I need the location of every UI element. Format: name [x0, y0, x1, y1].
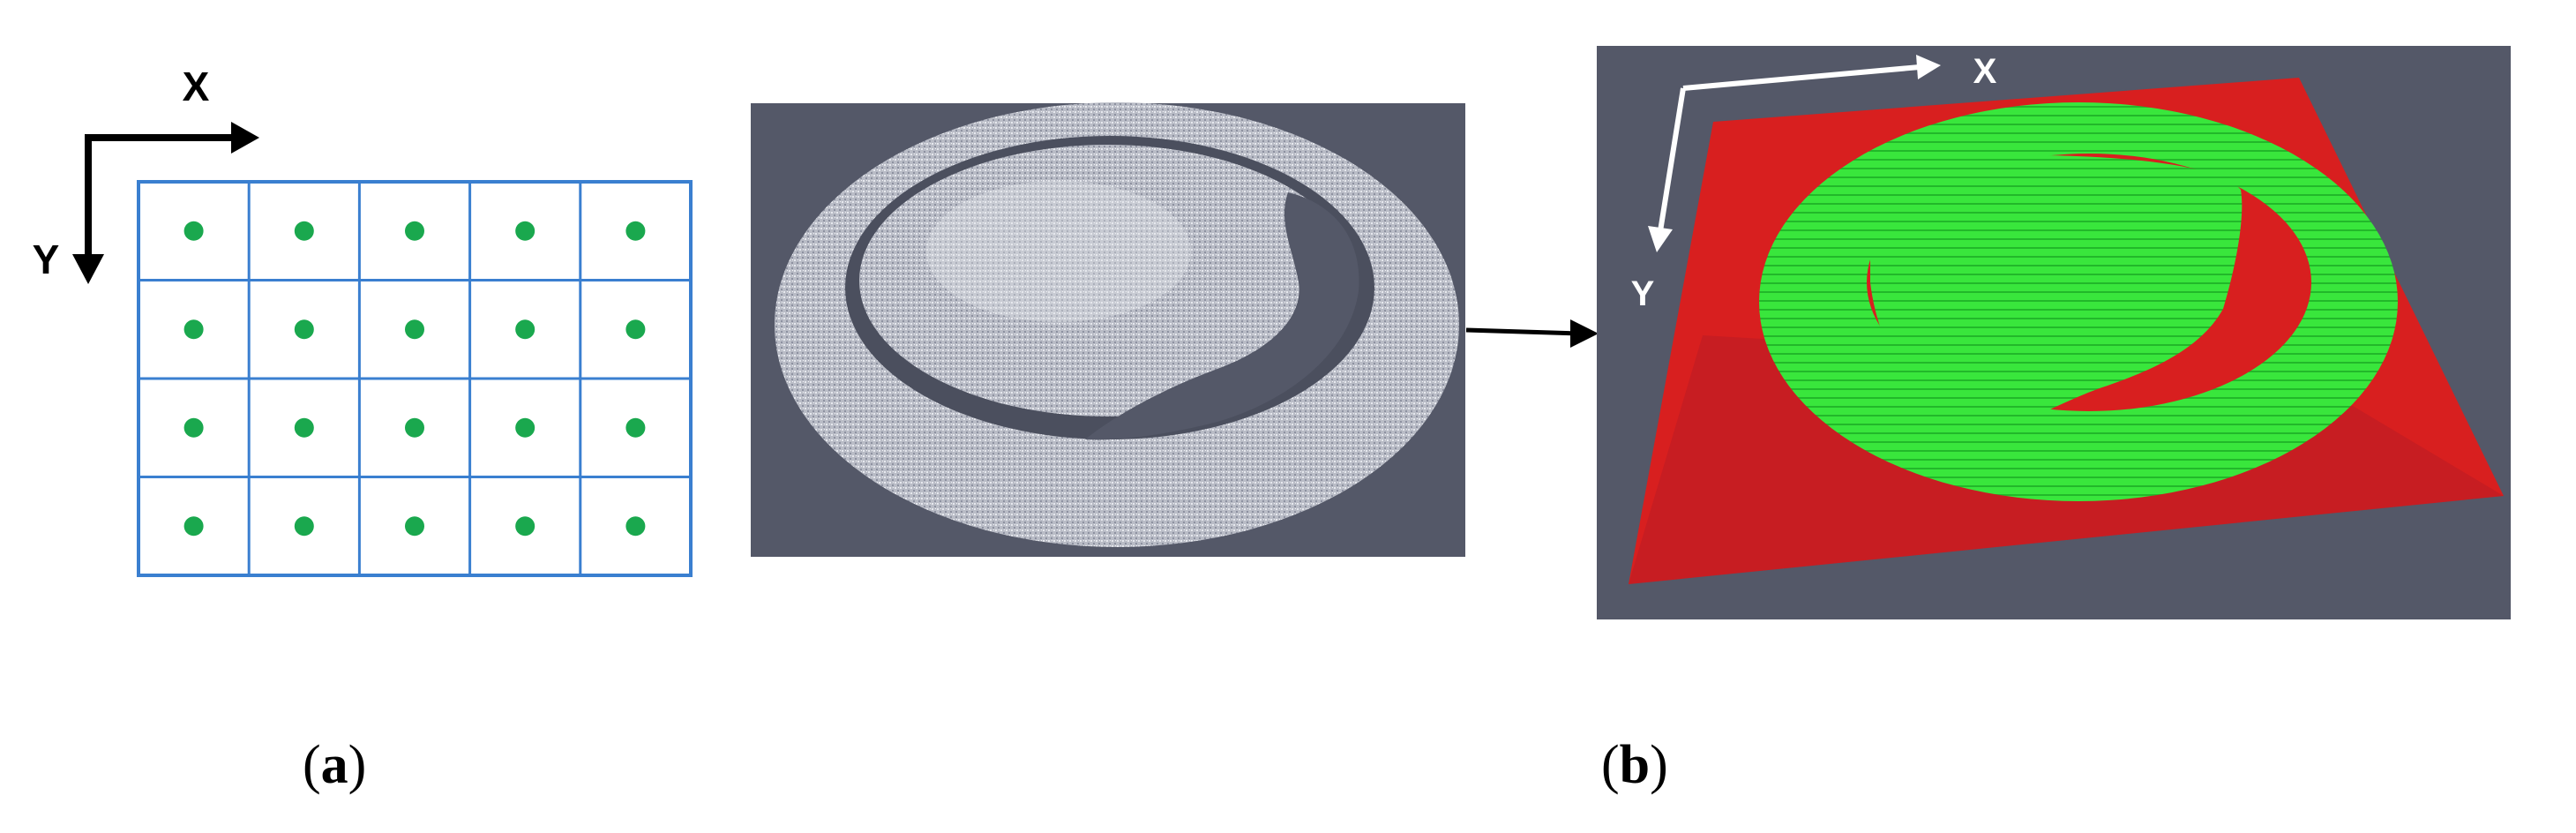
transform-arrow-line	[1465, 327, 1580, 336]
sample-point	[515, 417, 535, 438]
scan-missing-region	[1085, 192, 1359, 440]
scan-inner-dish	[859, 145, 1357, 416]
panel-a: X Y	[33, 64, 693, 577]
result-x-label: X	[1973, 52, 1997, 91]
caption-b: (b)	[1601, 735, 1668, 795]
sample-point	[294, 221, 314, 241]
sample-point	[183, 221, 204, 241]
result-y-axis-arrow-icon	[1658, 87, 1686, 232]
arrow-down-icon	[1648, 226, 1673, 252]
sample-point	[405, 221, 424, 241]
sample-point	[405, 319, 424, 340]
caption-a: (a)	[303, 735, 367, 795]
sample-point	[625, 516, 646, 537]
grid-dots	[183, 221, 646, 537]
panel-b-result: X Y	[1597, 46, 2511, 619]
sample-point	[405, 516, 424, 537]
panel-a-y-label: Y	[33, 236, 60, 282]
sample-point	[183, 319, 204, 340]
arrow-down-icon	[72, 254, 104, 284]
grid-lines	[139, 182, 691, 575]
fitted-dish-points	[1870, 154, 2243, 441]
sample-point	[625, 417, 646, 438]
sample-point	[625, 319, 646, 340]
result-y-label: Y	[1631, 274, 1655, 313]
sample-point	[515, 221, 535, 241]
sample-point	[625, 221, 646, 241]
sample-point	[405, 417, 424, 438]
panel-b-raw-scan	[751, 102, 1465, 557]
sample-point	[183, 417, 204, 438]
sample-point	[294, 516, 314, 537]
sample-point	[515, 319, 535, 340]
scan-highlight	[926, 181, 1191, 322]
arrow-right-icon	[231, 122, 259, 154]
arrow-right-icon	[1916, 55, 1941, 79]
sample-point	[294, 417, 314, 438]
sample-point	[183, 516, 204, 537]
sample-point	[294, 319, 314, 340]
panel-a-x-label: X	[183, 64, 210, 109]
caption-b-letter: b	[1619, 735, 1651, 795]
result-x-axis-arrow-icon	[1682, 64, 1921, 91]
caption-a-letter: a	[320, 735, 348, 795]
arrow-right-icon	[1570, 319, 1599, 348]
sample-point	[515, 516, 535, 537]
